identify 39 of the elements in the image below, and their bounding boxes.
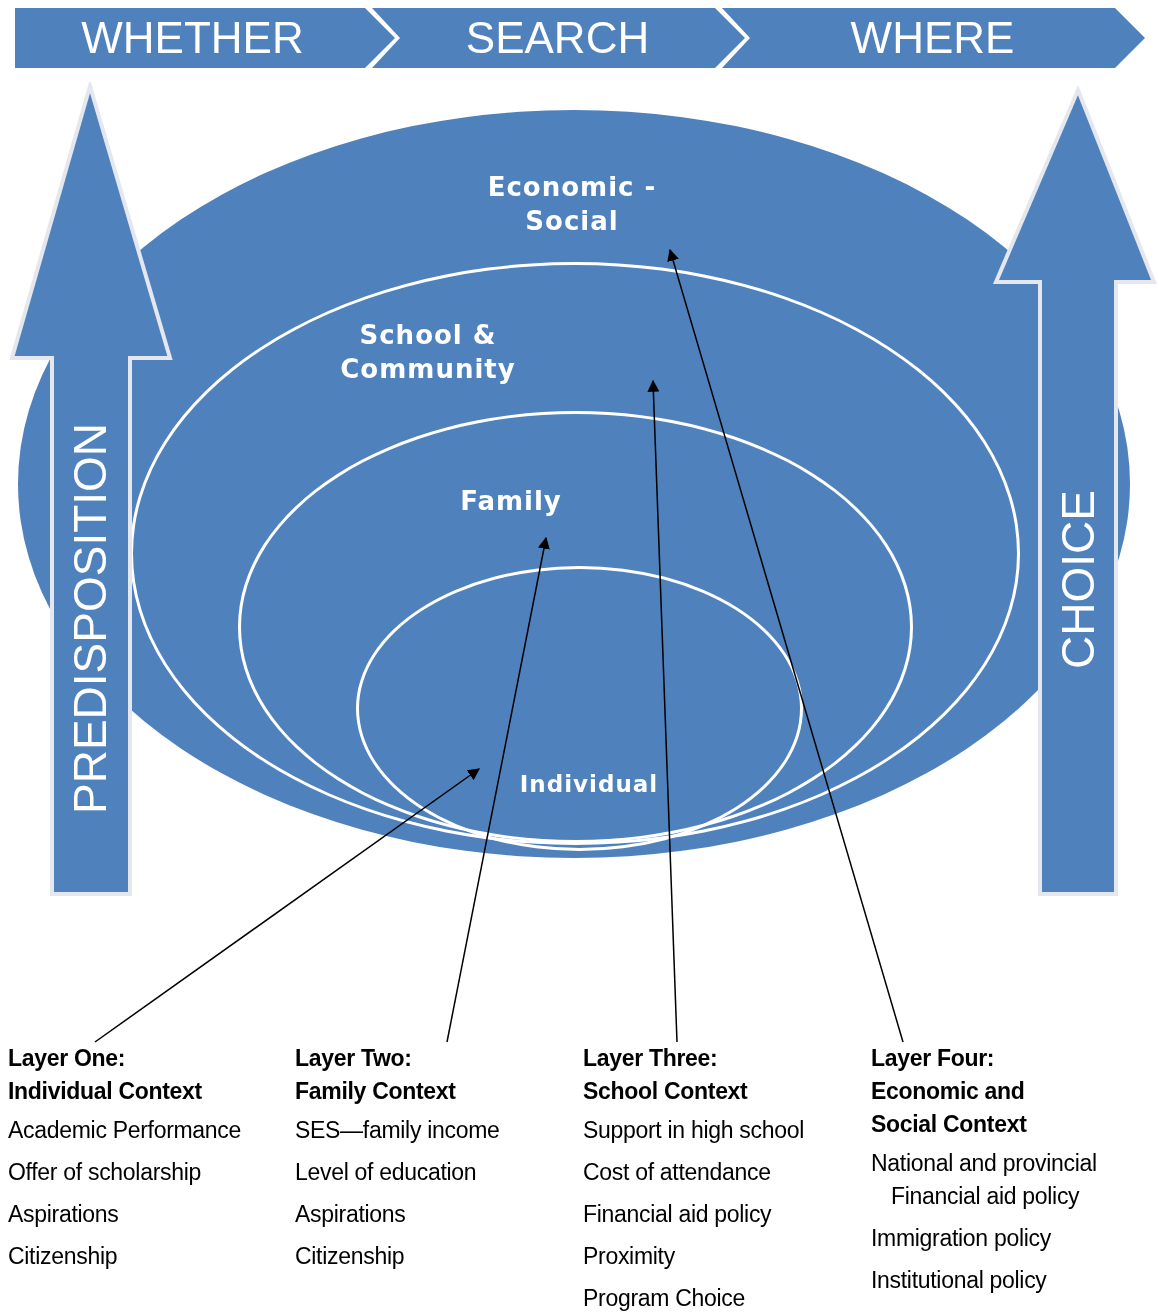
factor-text: Financial aid policy: [583, 1200, 773, 1229]
factor-text: Support in high school: [583, 1116, 805, 1145]
layer-heading: Layer Three: School Context: [583, 1044, 749, 1106]
chevron-banner: [370, 8, 747, 68]
factor-text: Citizenship: [8, 1242, 119, 1271]
factor-text: Aspirations: [295, 1200, 407, 1229]
layer-label: School & Community: [339, 319, 517, 386]
layer-heading: Layer Four: Economic and Social Context: [871, 1044, 1028, 1139]
layer-label: Individual: [518, 770, 660, 799]
stage-label: WHETHER: [80, 14, 305, 62]
leader-line: [667, 248, 904, 1043]
factor-text: National and provincial Financial aid policy: [871, 1149, 1098, 1211]
layer-label: Family: [459, 485, 563, 518]
stage-label: WHERE: [849, 14, 1016, 62]
factor-text: Aspirations: [8, 1200, 120, 1229]
vertical-label: CHOICE: [1052, 489, 1104, 672]
upward-arrow: [8, 82, 174, 898]
vertical-label: PREDISPOSITION: [64, 421, 116, 816]
layer-label: Economic - Social: [486, 171, 658, 238]
factor-text: Immigration policy: [871, 1224, 1052, 1253]
leader-line: [446, 536, 550, 1043]
leader-line: [647, 379, 678, 1043]
factor-text: Citizenship: [295, 1242, 406, 1271]
chevron-banner: [15, 8, 397, 68]
upward-arrow: [992, 86, 1158, 898]
stage-label: SEARCH: [464, 14, 651, 62]
factor-text: Cost of attendance: [583, 1158, 772, 1187]
factor-text: Program Choice: [583, 1284, 746, 1313]
factor-text: Academic Performance: [8, 1116, 243, 1145]
layer-heading: Layer Two: Family Context: [295, 1044, 457, 1106]
factor-text: Level of education: [295, 1158, 478, 1187]
layer-heading: Layer One: Individual Context: [8, 1044, 203, 1106]
factor-text: Proximity: [583, 1242, 676, 1271]
chevron-banner: [720, 8, 1148, 68]
factor-text: SES—family income: [295, 1116, 501, 1145]
factor-text: Institutional policy: [871, 1266, 1048, 1295]
ellipse-layer: [356, 566, 803, 851]
leader-line: [94, 768, 480, 1043]
factor-text: Offer of scholarship: [8, 1158, 202, 1187]
